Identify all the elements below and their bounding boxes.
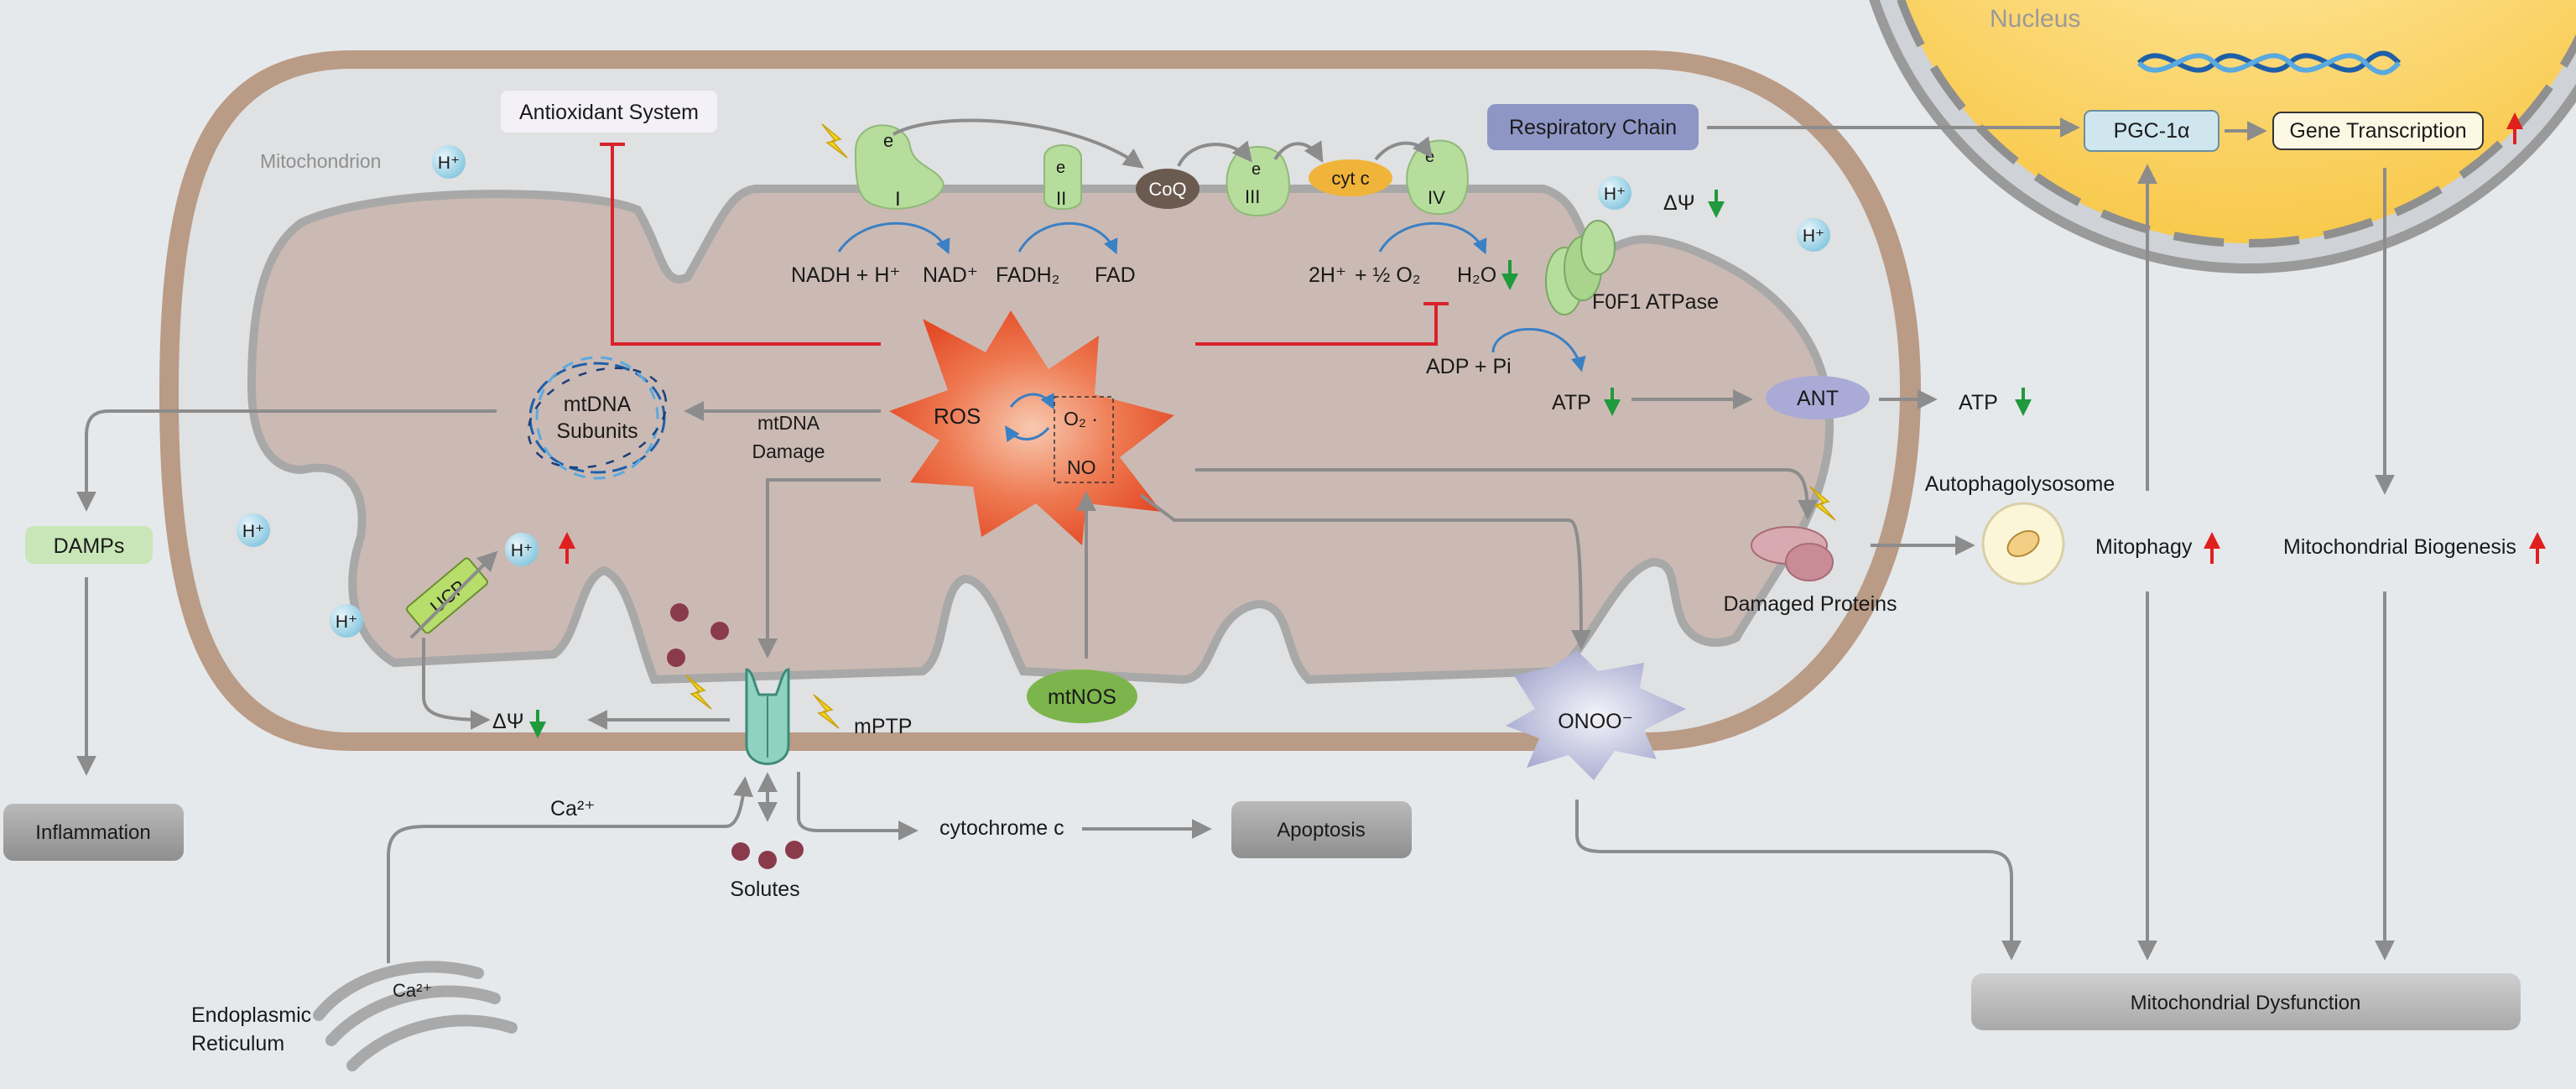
pgc1a-box bbox=[2084, 110, 2220, 152]
dysfunction-box bbox=[1971, 973, 2521, 1030]
fad-label: FAD bbox=[1095, 263, 1136, 287]
autophagolysosome-icon bbox=[1981, 502, 2065, 586]
inhibit-line bbox=[611, 143, 881, 346]
h-plus-icon: H⁺ bbox=[432, 145, 466, 179]
h-plus-bubbles: H⁺ H⁺ H⁺ H⁺ H⁺ H⁺ bbox=[237, 145, 1830, 638]
atpase-label: F0F1 ATPase bbox=[1592, 290, 1719, 314]
dna-helix-icon bbox=[2136, 50, 2402, 76]
solute-particles bbox=[667, 603, 729, 667]
gene-transcription-box bbox=[2272, 112, 2484, 150]
cytochrome-c-label: cytochrome c bbox=[939, 816, 1064, 840]
coq: CoQ bbox=[1136, 169, 1200, 209]
mitochondrion-label: Mitochondrion bbox=[260, 150, 381, 172]
atp-label: ATP bbox=[1552, 391, 1591, 414]
adp-label: ADP + Pi bbox=[1426, 355, 1512, 378]
respiratory-chain-label: Respiratory Chain bbox=[1509, 116, 1677, 139]
apoptosis-box bbox=[1231, 801, 1412, 858]
antioxidant-box bbox=[501, 91, 717, 133]
fadh2-label: FADH₂ bbox=[996, 263, 1059, 287]
h-plus-icon: H⁺ bbox=[1598, 176, 1631, 210]
damaged-proteins-icon bbox=[1751, 526, 1834, 581]
mtdna-damage-label: mtDNA bbox=[757, 412, 820, 434]
mtdna-label: mtDNA bbox=[564, 393, 632, 416]
gene-transcription-label: Gene Transcription bbox=[2289, 119, 2466, 143]
er-label: Endoplasmic bbox=[191, 1003, 311, 1027]
apoptosis-label: Apoptosis bbox=[1277, 819, 1365, 842]
svg-text:cyt c: cyt c bbox=[1331, 168, 1369, 189]
mptp-label: mPTP bbox=[854, 715, 912, 738]
cyt-c: cyt c bbox=[1309, 159, 1392, 196]
mtdna-damage-label-2: Damage bbox=[752, 440, 825, 462]
h2o-label: H₂O bbox=[1457, 263, 1496, 287]
solutes-label: Solutes bbox=[730, 878, 799, 901]
delta-psi-low-label: ΔΨ bbox=[492, 710, 524, 733]
er-label-2: Reticulum bbox=[191, 1032, 284, 1055]
half-o2-label: + ½ O₂ bbox=[1355, 263, 1421, 287]
svg-text:IV: IV bbox=[1428, 187, 1445, 208]
inflammation-label: Inflammation bbox=[35, 821, 150, 844]
respiratory-chain-box bbox=[1487, 104, 1699, 150]
autophagolysosome-label: Autophagolysosome bbox=[1925, 472, 2115, 496]
two-h-label: 2H⁺ bbox=[1309, 263, 1346, 287]
svg-text:H⁺: H⁺ bbox=[1604, 185, 1626, 204]
complex-ii: e II bbox=[1043, 144, 1082, 211]
onoo-burst: ONOO⁻ bbox=[1506, 650, 1686, 780]
atpase-icon bbox=[1545, 220, 1616, 315]
delta-psi-label: ΔΨ bbox=[1663, 191, 1695, 215]
ros-label: ROS bbox=[934, 404, 981, 429]
o2-radical-label: O₂ · bbox=[1064, 408, 1098, 430]
damaged-proteins-label: Damaged Proteins bbox=[1723, 592, 1897, 616]
nad-label: NAD⁺ bbox=[923, 263, 978, 287]
inflammation-box bbox=[3, 804, 184, 861]
dysfunction-label: Mitochondrial Dysfunction bbox=[2131, 992, 2361, 1014]
damps-label: DAMPs bbox=[54, 534, 125, 558]
complex-i: e I bbox=[854, 124, 945, 211]
mitophagy-label: Mitophagy bbox=[2095, 535, 2193, 559]
svg-text:H⁺: H⁺ bbox=[511, 541, 533, 560]
mtnos: mtNOS bbox=[1027, 670, 1137, 723]
svg-text:mtNOS: mtNOS bbox=[1048, 685, 1116, 709]
svg-text:H⁺: H⁺ bbox=[438, 154, 460, 173]
biogenesis-label: Mitochondrial Biogenesis bbox=[2283, 535, 2516, 559]
atp-out-label: ATP bbox=[1959, 391, 1998, 414]
nucleus-label: Nucleus bbox=[1990, 5, 2080, 33]
svg-text:I: I bbox=[895, 188, 901, 211]
svg-text:II: II bbox=[1056, 188, 1066, 209]
complex-iii: e III bbox=[1226, 146, 1290, 216]
svg-text:e: e bbox=[883, 130, 893, 151]
solute-particles-out bbox=[731, 841, 804, 869]
complex-iv: e IV bbox=[1406, 139, 1469, 216]
h-plus-icon: H⁺ bbox=[237, 513, 270, 547]
ros-burst: ROS O₂ · NO bbox=[889, 310, 1174, 545]
pgc1a-label: PGC-1α bbox=[2114, 119, 2190, 143]
mtdna-label-2: Subunits bbox=[556, 419, 637, 443]
svg-text:CoQ: CoQ bbox=[1148, 179, 1186, 200]
er-icon bbox=[313, 961, 518, 1071]
nucleus: Nucleus PGC-1α Gene Transcription bbox=[1869, 0, 2576, 274]
svg-text:H⁺: H⁺ bbox=[336, 612, 357, 632]
svg-text:H⁺: H⁺ bbox=[1803, 227, 1824, 246]
h-plus-icon: H⁺ bbox=[330, 604, 363, 638]
svg-text:e: e bbox=[1056, 159, 1065, 177]
svg-text:III: III bbox=[1245, 186, 1260, 207]
svg-text:H⁺: H⁺ bbox=[242, 522, 264, 541]
svg-text:e: e bbox=[1252, 160, 1261, 179]
svg-text:ANT: ANT bbox=[1797, 387, 1839, 410]
onoo-label: ONOO⁻ bbox=[1558, 710, 1633, 733]
mptp-icon bbox=[745, 668, 790, 765]
damps-box bbox=[25, 526, 153, 564]
ant-transporter: ANT bbox=[1766, 376, 1870, 419]
er-ca-label: Ca²⁺ bbox=[393, 980, 432, 1001]
inhibit-line bbox=[1195, 304, 1438, 346]
no-label: NO bbox=[1067, 456, 1096, 478]
ca-label: Ca²⁺ bbox=[550, 797, 595, 821]
antioxidant-label: Antioxidant System bbox=[519, 101, 699, 124]
h-plus-icon: H⁺ bbox=[505, 533, 539, 566]
h-plus-icon: H⁺ bbox=[1797, 218, 1830, 252]
nadh-label: NADH + H⁺ bbox=[791, 263, 901, 287]
mtdna-icon bbox=[527, 356, 668, 480]
